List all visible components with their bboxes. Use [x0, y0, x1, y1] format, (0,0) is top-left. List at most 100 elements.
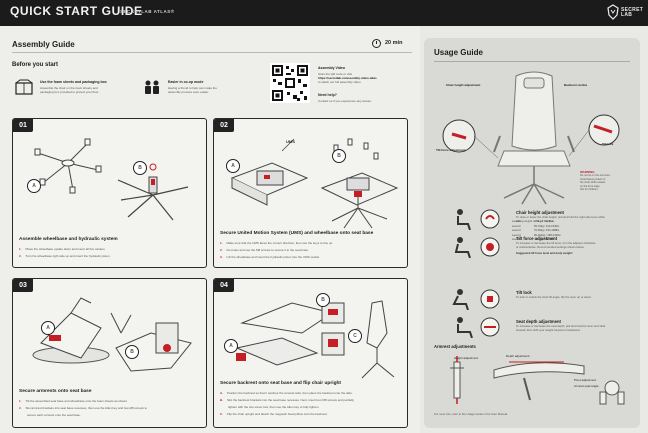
- tip-title: Easier in co-op mode: [168, 80, 204, 84]
- step-02-card: 02 UMS A B Secure United Motion System (…: [213, 118, 408, 268]
- ums-illustration: [230, 138, 399, 229]
- usage-row-text: To raise or lower the chair height, pull…: [516, 215, 605, 219]
- help-text: Contact us if you experience any issues.: [318, 99, 372, 103]
- clock-icon: [372, 39, 381, 48]
- warning-box: WARNING Do not sit on the armrests. Avoi…: [580, 170, 611, 192]
- step-instruction: C.Flip the chair upright and attach the …: [220, 412, 328, 416]
- callout-seat-height: Chair height adjustment: [446, 83, 481, 87]
- tilt-force-person-icon: [454, 237, 500, 258]
- label-b: B: [316, 293, 330, 307]
- divider: [12, 52, 412, 53]
- video-title: Assembly Video: [318, 66, 345, 70]
- armrest-pivot-label: Pivot adjustment: [574, 378, 597, 382]
- label-b: B: [125, 345, 139, 359]
- weight-row: Level 5>110kg / >243lbs: [512, 238, 555, 241]
- armrest-title: Armrest adjustments: [434, 344, 476, 349]
- usage-row-text: or anticlockwise. Recommended settings s…: [516, 245, 585, 249]
- step-instruction: tighten with the two screw tool, then us…: [228, 405, 320, 409]
- armrest-diagram: [450, 356, 625, 405]
- before-you-start-title: Before you start: [12, 62, 59, 68]
- step-01-card: 01 A B Assemble wheelbase and hydraulic …: [12, 118, 207, 268]
- video-link[interactable]: https://secretlab.co/assembly-video-atla…: [318, 76, 377, 81]
- assembly-guide-title: Assembly Guide: [12, 40, 75, 49]
- duration-text: 20 min: [385, 40, 403, 46]
- header-bar: QUICK START GUIDE SECRETLAB ATLAS® SECRE…: [0, 0, 648, 26]
- usage-row-title: Tilt force adjustment: [516, 236, 558, 241]
- product-name: SECRETLAB ATLAS®: [120, 9, 175, 14]
- label-b: B: [133, 161, 147, 175]
- callout-backrest-recline: Backrest recline: [564, 83, 588, 87]
- step-instruction: 2.the holes and use the M8 screws to sec…: [220, 248, 309, 252]
- weight-row: Level 1<50kg / <110lbs: [512, 220, 553, 223]
- callout-tilt-lock: Tilt lock: [602, 142, 614, 146]
- chair-diagram: [442, 71, 620, 205]
- panther-logo-icon: [607, 4, 619, 20]
- armrest-height-label: Height adjustment: [454, 356, 479, 360]
- usage-row-text: To increase or decrease the seat depth, …: [516, 324, 606, 328]
- backrest-illustration: [235, 300, 395, 379]
- step-number: 03: [13, 279, 33, 292]
- step-instruction: 3.Lift the wheelbase and insert the hydr…: [220, 255, 320, 259]
- usage-footnote: For more info, refer to the Usage Guide …: [434, 412, 508, 416]
- label-c: C: [348, 329, 362, 343]
- step-title: Secure United Motion System (UMS) and wh…: [220, 231, 374, 236]
- step-instruction: 1.Tilt the assembled seat base and wheel…: [19, 399, 128, 403]
- step-03-card: 03 A B Secure armrests onto seat base 1.…: [12, 278, 207, 428]
- usage-row-title: Tilt lock: [516, 290, 532, 295]
- usage-row-text: forward, then shift your weight forward …: [516, 328, 581, 332]
- step-instruction: 1.Make sure that the UMS faces the corre…: [220, 241, 333, 245]
- callout-tilt-force: Tilt force adjustment: [436, 148, 466, 152]
- usage-row-text: To lock or unlock the chair tilt angle, …: [516, 295, 592, 299]
- step-instruction: 2.Turn the wheelbase right side up and i…: [19, 254, 111, 258]
- sitting-person-icon: [457, 209, 500, 230]
- label-a: A: [224, 339, 238, 353]
- step-number: 02: [214, 119, 234, 132]
- two-people-icon: [145, 80, 159, 94]
- seat-depth-person-icon: [457, 317, 500, 338]
- guide-title: QUICK START GUIDE: [10, 4, 143, 18]
- video-text: Scan the QR code or visit https://secret…: [318, 72, 408, 85]
- step-instruction: 1.Place the wheelbase upside down and in…: [19, 247, 106, 251]
- step-number: 01: [13, 119, 33, 132]
- armrest-depth-label: Depth adjustment: [506, 354, 530, 358]
- label-a: A: [41, 321, 55, 335]
- step-04-card: 04 A B C Secure backrest onto seat base …: [213, 278, 408, 428]
- usage-row-title: Chair height adjustment: [516, 210, 564, 215]
- step-title: Secure backrest onto seat base and flip …: [220, 381, 342, 386]
- usage-row-text: To increase or decrease the tilt force, …: [516, 241, 596, 245]
- tip-title: Use the foam sheets and packaging box: [40, 80, 107, 84]
- label-a: A: [226, 159, 240, 173]
- armrest-illustration: [32, 297, 192, 372]
- step-number: 04: [214, 279, 234, 292]
- tip-text: packaging box provided to protect your f…: [40, 90, 100, 94]
- usage-row-text: taking weight on or off the seat.: [516, 219, 555, 223]
- tip-text: assembly process even easier.: [168, 90, 210, 94]
- step-instruction: secure each armrest onto the seat base.: [27, 413, 81, 417]
- label-a: A: [27, 179, 41, 193]
- label-b: B: [332, 149, 346, 163]
- tilt-lock-person-icon: [452, 289, 500, 310]
- tip-text: Having a friend to help can make the: [168, 86, 217, 90]
- qr-code[interactable]: [270, 63, 310, 103]
- armrest-angle-label: Armrest pad angle: [574, 384, 599, 388]
- tip-text: Assemble the chair on the foam sheets an…: [40, 86, 98, 90]
- usage-guide-panel: Usage Guide Chair height adjustment Back…: [424, 38, 640, 428]
- wheelbase-illustration: [34, 138, 189, 221]
- weights-caption: Suggested tilt force level and body weig…: [516, 251, 573, 255]
- ums-label: UMS: [286, 139, 295, 144]
- step-instruction: A.Position the backrest so that it touch…: [220, 391, 353, 395]
- usage-row-title: Seat depth adjustment: [516, 319, 561, 324]
- step-instruction: 2.Slot armrest brackets into seat base r…: [19, 406, 148, 410]
- usage-guide-title: Usage Guide: [434, 48, 483, 57]
- packaging-box-icon: [15, 79, 33, 95]
- assembly-duration: 20 min: [372, 39, 418, 51]
- step-title: Secure armrests onto seat base: [19, 389, 92, 394]
- help-title: Need help?: [318, 93, 337, 97]
- step-instruction: B.Slot the backrest brackets into the se…: [220, 398, 354, 402]
